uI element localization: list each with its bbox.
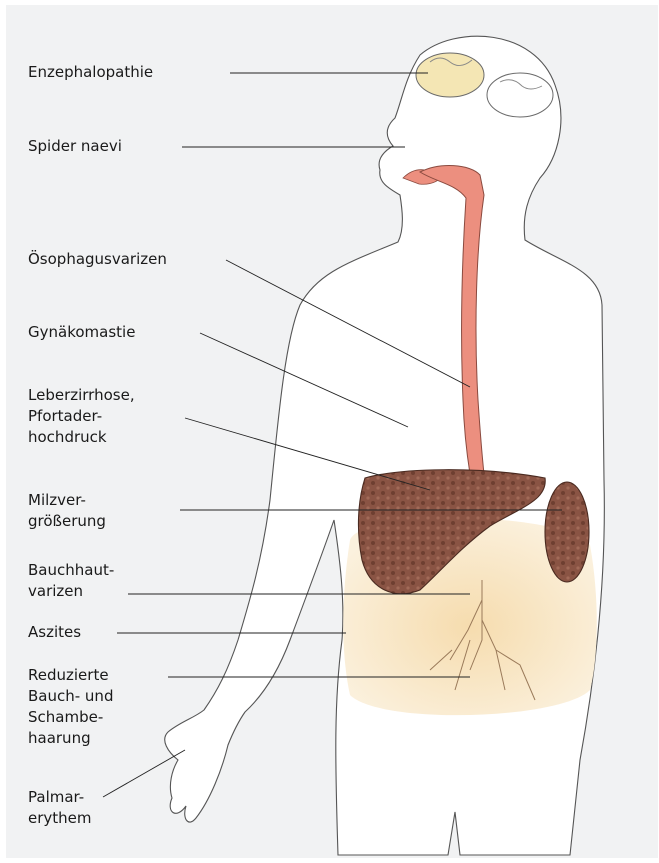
spleen	[545, 482, 589, 582]
label-aszites: Aszites	[28, 622, 81, 643]
label-gynaekomastie: Gynäkomastie	[28, 322, 135, 343]
label-spider-naevi: Spider naevi	[28, 136, 122, 157]
label-leberzirrhose: Leberzirrhose, Pfortader- hochdruck	[28, 385, 135, 448]
label-milzvergroesserung: Milzver- größerung	[28, 490, 106, 532]
label-oesophagusvarizen: Ösophagusvarizen	[28, 249, 167, 270]
label-palmarerythem: Palmar- erythem	[28, 787, 92, 829]
body-outline	[165, 36, 605, 855]
label-behaarung: Reduzierte Bauch- und Schambe- haarung	[28, 665, 113, 749]
label-enzephalopathie: Enzephalopathie	[28, 62, 153, 83]
label-bauchhautvarizen: Bauchhaut- varizen	[28, 560, 114, 602]
